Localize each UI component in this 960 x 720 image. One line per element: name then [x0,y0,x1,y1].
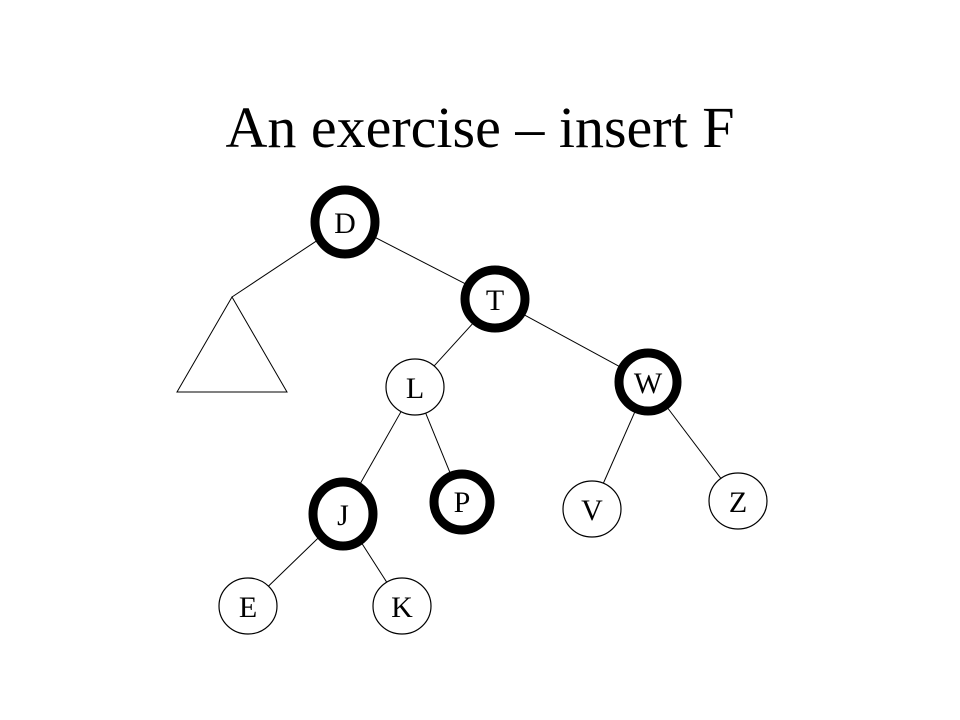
tree-node-t: T [460,265,530,333]
node-circle-w [614,348,682,416]
edge-j-e [268,535,322,587]
node-circle-v [562,480,622,538]
node-circle-k [372,577,432,635]
slide-title: An exercise – insert F [225,95,735,160]
edge-d-t [371,235,469,286]
node-label-t: T [486,284,504,317]
node-circle-j [308,477,378,551]
tree-node-l: L [385,358,445,416]
tree-node-p: P [429,469,495,535]
nodes-layer: D T L W J P V Z E K [218,185,768,635]
node-circle-d [310,185,380,259]
node-label-l: L [406,372,424,405]
node-label-p: P [454,486,471,519]
node-label-j: J [337,499,349,532]
edges-layer [231,235,722,587]
node-label-d: D [334,207,356,240]
tree-node-w: W [614,348,682,416]
edge-w-v [602,408,637,484]
subtree-triangle [176,296,288,393]
node-circle-l [385,358,445,416]
node-circle-e [218,577,278,635]
tree-node-k: K [372,577,432,635]
edge-w-z [665,404,722,479]
tree-node-e: E [218,577,278,635]
node-label-z: Z [729,486,747,519]
node-circle-z [708,472,768,530]
node-label-w: W [634,367,663,400]
node-label-v: V [581,494,603,527]
edge-l-j [358,411,402,487]
edge-t-w [520,312,623,369]
edge-t-l [433,320,476,367]
edge-l-p [425,412,452,477]
edge-j-k [359,540,388,583]
node-label-e: E [239,591,257,624]
tree-node-j: J [308,477,378,551]
node-circle-t [460,265,530,333]
tree-node-v: V [562,480,622,538]
edge-d-subtree [231,238,320,298]
node-circle-p [429,469,495,535]
tree-node-d: D [310,185,380,259]
node-label-k: K [391,591,413,624]
tree-node-z: Z [708,472,768,530]
